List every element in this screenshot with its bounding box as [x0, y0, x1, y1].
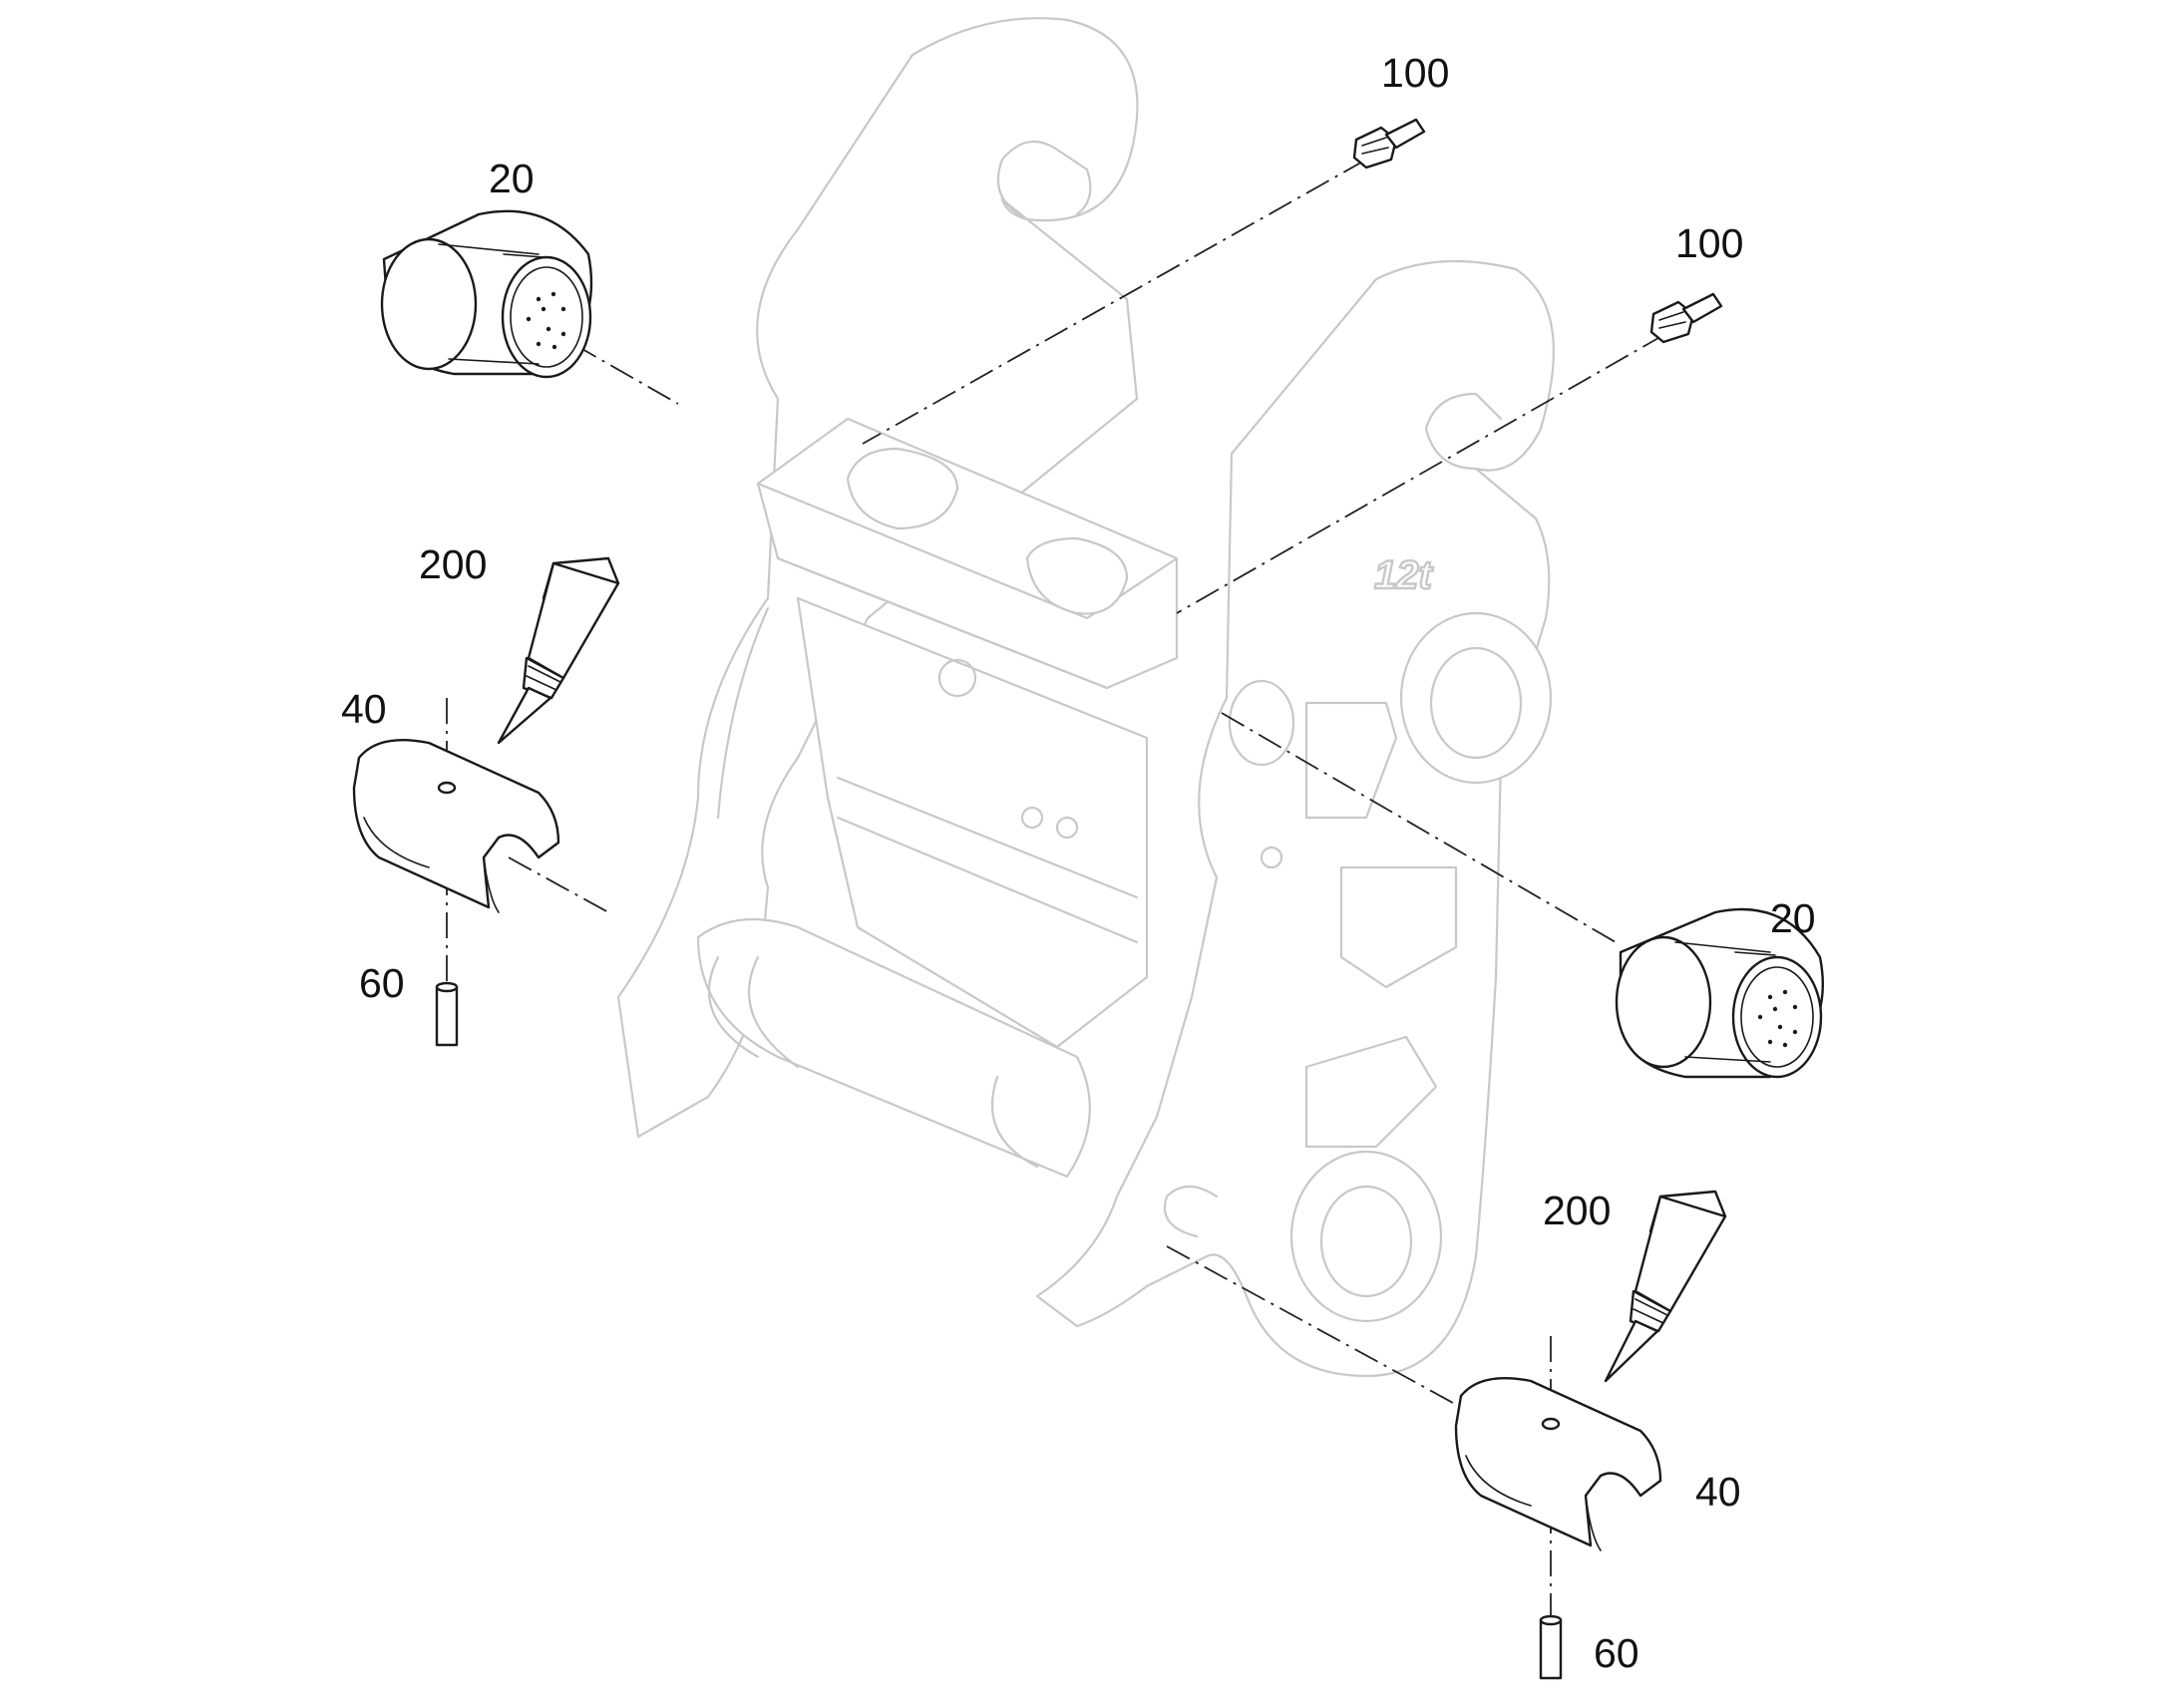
- grease-nipple-icon: [1352, 118, 1426, 170]
- grease-tube-icon: [1604, 1190, 1727, 1383]
- wedge-block-lower: [1304, 1035, 1438, 1149]
- cross-beam-bottom-edge: [776, 556, 1109, 690]
- leader-grease-nipple-right: [1176, 333, 1666, 614]
- label-200-right: 200: [1543, 1188, 1611, 1233]
- leader-bushing-right: [1221, 712, 1617, 943]
- back-plate-hole-3: [1055, 816, 1079, 840]
- bushing-icon: [380, 209, 593, 379]
- callout-labels: 20 20 40 40 60 60 100 100 200 200: [341, 50, 1816, 1676]
- leader-grease-nipple-top: [862, 159, 1367, 445]
- upper-pin-bore: [1429, 646, 1523, 760]
- grease-tube-icon: [497, 556, 620, 745]
- side-plate-hole-small: [1260, 846, 1283, 869]
- right-plate-lower-hook: [1163, 1185, 1219, 1238]
- back-plate-ribs: [836, 776, 1139, 944]
- bushing-icon: [1615, 907, 1824, 1079]
- label-100-top: 100: [1381, 50, 1449, 96]
- pin-icon: [1539, 1614, 1563, 1680]
- wedge-block-middle: [1339, 865, 1458, 989]
- lower-pin-boss: [1289, 1150, 1443, 1323]
- back-plate-hole-1: [937, 658, 977, 698]
- quick-coupler-frame: 12t: [616, 17, 1555, 1378]
- grease-nipple-icon: [1649, 292, 1723, 344]
- lock-lug-right: [1025, 536, 1129, 615]
- left-plate-edge-inner: [716, 606, 770, 820]
- label-60-right: 60: [1594, 1630, 1639, 1676]
- half-shell-icon: [1454, 1377, 1662, 1551]
- cross-beam-top-edge: [756, 482, 1179, 620]
- label-20-right: 20: [1770, 895, 1816, 941]
- label-40-right: 40: [1695, 1469, 1741, 1515]
- back-plate-hole-2: [1020, 806, 1044, 830]
- side-plate-hole-upper: [1228, 679, 1295, 767]
- right-plate-hook: [1424, 392, 1503, 471]
- leader-half-shell-right: [1166, 1245, 1487, 1422]
- leader-half-shell-left: [508, 856, 609, 913]
- lower-pin-bore: [1319, 1185, 1413, 1298]
- shaft-grooves: [708, 955, 1039, 1169]
- lock-lug-left: [846, 447, 959, 530]
- frame-capacity-marking: 12t: [1374, 553, 1433, 597]
- pin-icon: [435, 981, 459, 1047]
- upper-pin-boss: [1399, 611, 1553, 785]
- left-plate-hook: [996, 140, 1092, 221]
- leader-bushing-top-left: [572, 343, 679, 405]
- label-20-top-left: 20: [489, 156, 535, 201]
- label-200-left: 200: [419, 541, 487, 587]
- wedge-block-upper: [1304, 701, 1398, 820]
- label-100-right: 100: [1675, 220, 1743, 266]
- label-60-left: 60: [359, 960, 405, 1006]
- half-shell-icon: [352, 739, 560, 913]
- label-40-left: 40: [341, 686, 387, 732]
